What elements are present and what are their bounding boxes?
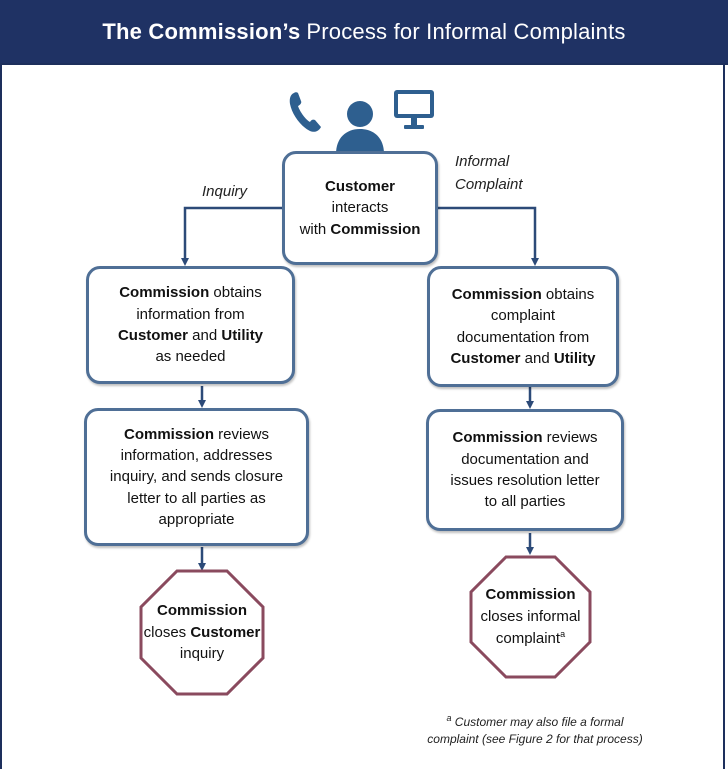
box-text: reviews [214,425,270,443]
utility-term: Utility [553,349,596,367]
informal-complaint-arrow [437,206,539,266]
phone-icon [289,92,321,132]
inquiry-close-text: Commission closes Customer inquiry [141,571,263,694]
box-text: documentation from [456,328,590,346]
customer-term: Customer [190,623,261,641]
title-bold: The Commission’s [102,18,301,44]
informal-label-line2: Complaint [455,176,523,194]
informal-complaint-label: Informal Complaint [455,150,523,197]
inquiry-review-box: Commission reviews information, addresse… [84,408,309,546]
box-text: information, addresses [120,447,273,465]
complaint-obtain-docs-box: Commission obtains complaint documentati… [427,266,619,387]
inquiry-obtain-info-box: Commission obtains information from Cust… [86,266,295,384]
box-text: information from [136,305,245,323]
box-text: closes informal [480,608,581,626]
footnote-marker: a [446,713,452,723]
customer-interacts-box: Customer interacts with Commission [282,151,438,265]
box-text: complaint [490,307,556,325]
commission-term: Commission [452,429,543,447]
commission-term: Commission [485,586,576,604]
left-octagon [139,569,265,696]
box-text: inquiry, and sends closure [109,468,284,486]
box-text: obtains [541,285,595,303]
commission-term: Commission [119,284,210,302]
commission-term: Commission [123,425,214,443]
customer-term: Customer [117,327,188,344]
footnote-line2: complaint (see Figure 2 for that process… [427,732,643,747]
box-text: inquiry [179,645,225,663]
box-text: appropriate [158,510,235,528]
commission-term: Commission [451,285,542,303]
box-text: closes [143,623,191,641]
customer-term: Customer [450,349,521,367]
box-text: complaint [495,629,561,647]
computer-icon [394,90,434,129]
footnote-line1: Customer may also file a formal [451,715,624,729]
box-text: reviews [542,429,598,447]
inquiry-arrow [181,206,283,266]
informal-label-line1: Informal [455,153,510,170]
header-divider [0,63,728,65]
box-text: and [187,327,222,344]
box-text: documentation and [461,450,589,468]
figure-title: The Commission’s Process for Informal Co… [0,0,728,63]
right-octagon [469,555,592,679]
commission-term: Commission [330,220,421,238]
complaint-review-box: Commission reviews documentation and iss… [426,409,624,531]
box-text: issues resolution letter [450,472,600,489]
utility-term: Utility [221,327,264,344]
box-text: to all parties [484,493,566,511]
footnote-marker: a [560,628,566,639]
box-text: as needed [155,348,226,366]
box-text: and [520,349,554,367]
with-text: with [299,220,331,238]
inquiry-label: Inquiry [202,183,248,200]
commission-term: Commission [156,601,247,619]
footnote: a Customer may also file a formal compla… [380,712,690,749]
box-text: letter to all parties as [127,489,266,507]
box-text: obtains [209,284,262,302]
title-rest: Process for Informal Complaints [306,18,626,44]
interacts-text: interacts [331,199,389,217]
person-icon [336,101,384,154]
customer-term: Customer [324,178,395,196]
complaint-close-text: Commission closes informal complainta [471,557,590,677]
